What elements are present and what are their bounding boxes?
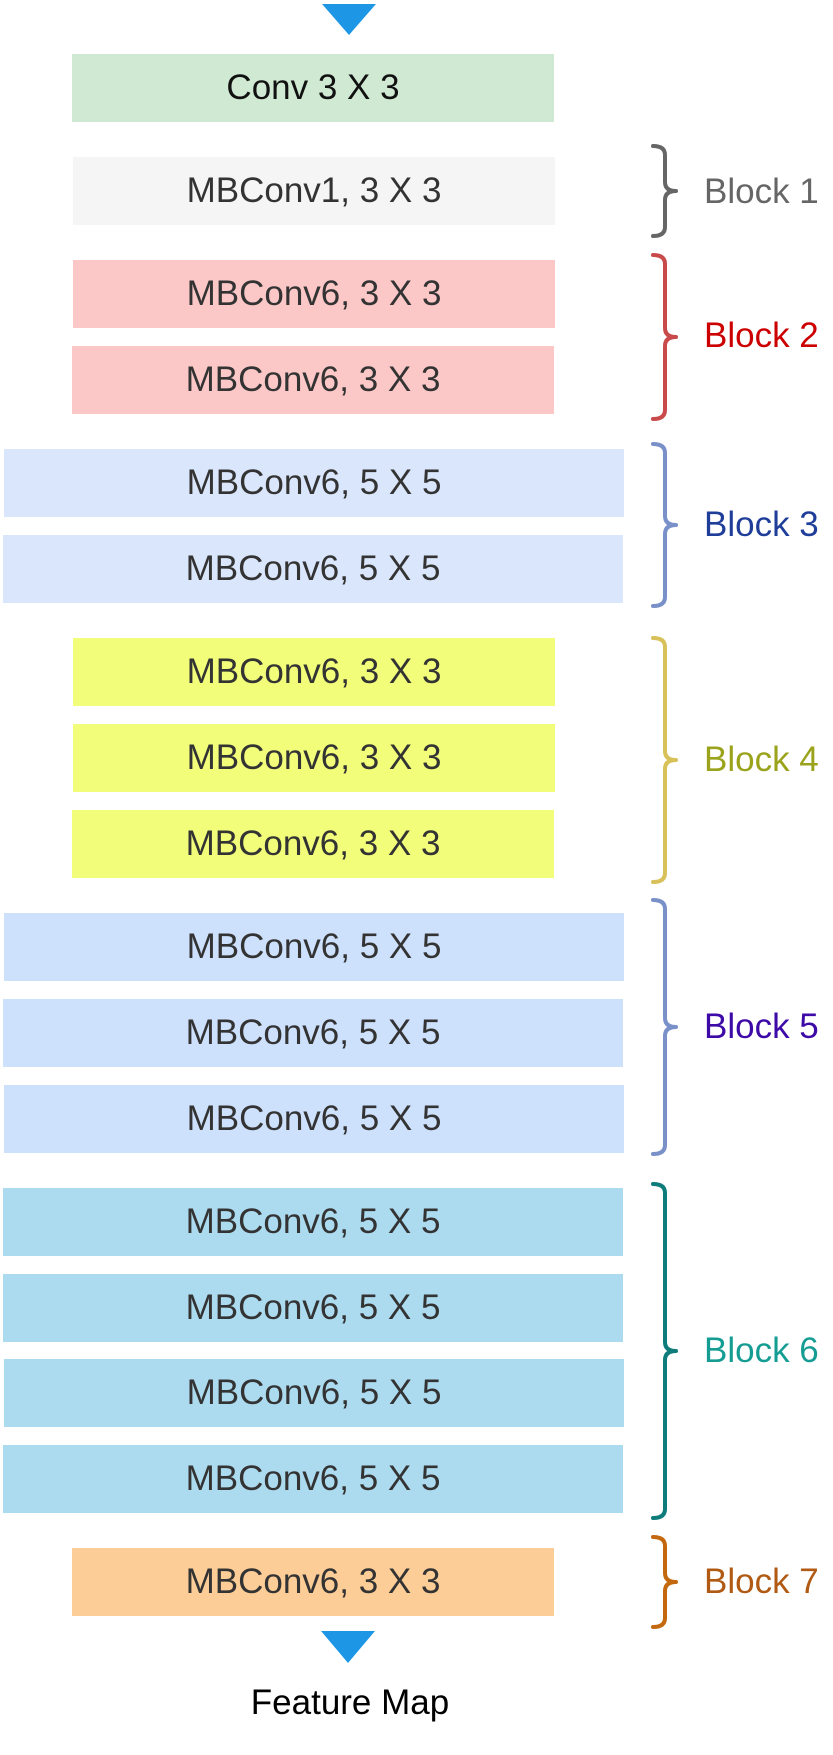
block4-layer-3: MBConv6, 3 X 3 <box>72 810 554 878</box>
block6-layer-2: MBConv6, 5 X 5 <box>3 1274 623 1342</box>
block4-label: Block 4 <box>704 740 819 779</box>
block3-label: Block 3 <box>704 505 819 544</box>
block7-brace <box>651 1535 678 1629</box>
feature-map-label: Feature Map <box>250 1683 450 1722</box>
block1-brace <box>651 144 678 238</box>
output-arrow <box>321 1631 375 1663</box>
block2-brace <box>651 253 678 421</box>
block5-layer-3: MBConv6, 5 X 5 <box>4 1085 624 1153</box>
block2-label: Block 2 <box>704 316 819 355</box>
block5-layer-2: MBConv6, 5 X 5 <box>3 999 623 1067</box>
block4-layer-2: MBConv6, 3 X 3 <box>73 724 555 792</box>
block6-layer-4: MBConv6, 5 X 5 <box>3 1445 623 1513</box>
block5-label: Block 5 <box>704 1007 819 1046</box>
block6-layer-1: MBConv6, 5 X 5 <box>3 1188 623 1256</box>
block3-brace <box>651 442 678 608</box>
block5-layer-1: MBConv6, 5 X 5 <box>4 913 624 981</box>
block1-layer-1: MBConv1, 3 X 3 <box>73 157 555 225</box>
block4-layer-1: MBConv6, 3 X 3 <box>73 638 555 706</box>
block7-label: Block 7 <box>704 1562 819 1601</box>
block3-layer-1: MBConv6, 5 X 5 <box>4 449 624 517</box>
block6-layer-3: MBConv6, 5 X 5 <box>4 1359 624 1427</box>
block6-label: Block 6 <box>704 1331 819 1370</box>
input-arrow <box>322 4 376 35</box>
block4-brace <box>651 636 678 884</box>
block3-layer-2: MBConv6, 5 X 5 <box>3 535 623 603</box>
block7-layer-1: MBConv6, 3 X 3 <box>72 1548 554 1616</box>
block2-layer-1: MBConv6, 3 X 3 <box>73 260 555 328</box>
stem-conv-layer: Conv 3 X 3 <box>72 54 554 122</box>
block1-label: Block 1 <box>704 172 819 211</box>
block2-layer-2: MBConv6, 3 X 3 <box>72 346 554 414</box>
block6-brace <box>651 1182 678 1520</box>
block5-brace <box>651 898 678 1156</box>
